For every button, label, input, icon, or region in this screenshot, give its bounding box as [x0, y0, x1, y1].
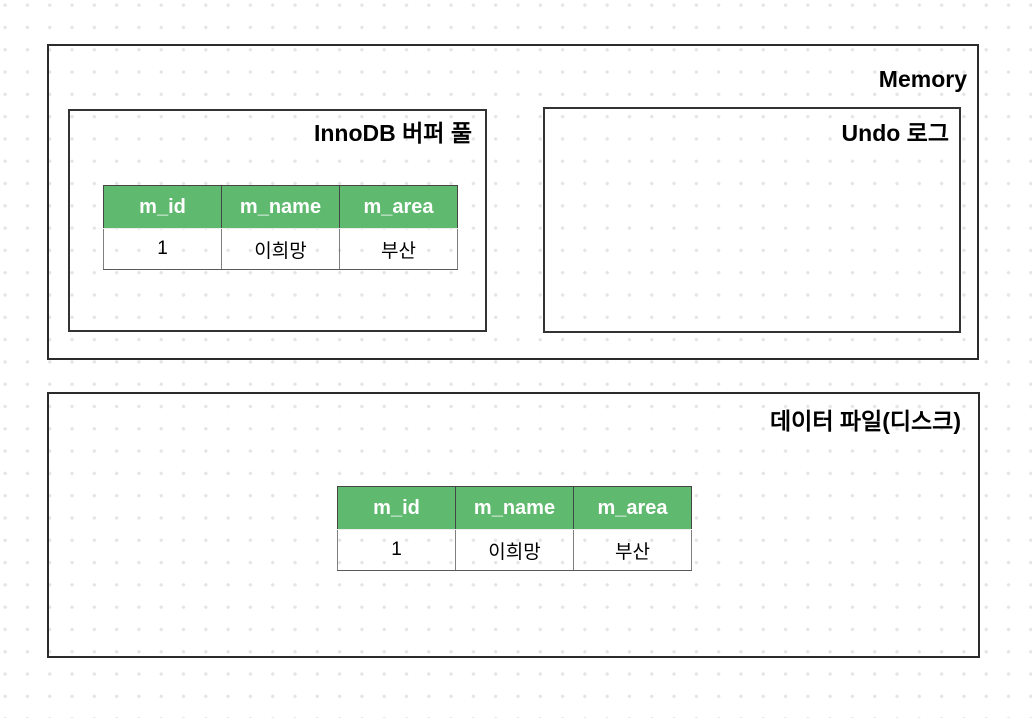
table-header-cell: m_id [103, 185, 222, 229]
table-header-cell: m_area [573, 486, 692, 530]
table-data-cell: 이희망 [455, 529, 574, 571]
table-data-cell: 1 [103, 228, 222, 270]
innodb-buffer-pool-title: InnoDB 버퍼 풀 [313, 120, 472, 146]
table-header-cell: m_id [337, 486, 456, 530]
table-data-cell: 이희망 [221, 228, 340, 270]
table-header-cell: m_area [339, 185, 458, 229]
disk-table: m_id m_name m_area 1 이희망 부산 [337, 486, 692, 571]
table-data-cell: 부산 [339, 228, 458, 270]
table-header-row: m_id m_name m_area [103, 185, 458, 229]
table-data-cell: 부산 [573, 529, 692, 571]
data-file-disk-box: 데이터 파일(디스크) [47, 392, 980, 658]
innodb-buffer-pool-box: InnoDB 버퍼 풀 [68, 109, 487, 332]
buffer-pool-table: m_id m_name m_area 1 이희망 부산 [103, 185, 458, 270]
table-data-cell: 1 [337, 529, 456, 571]
table-row: 1 이희망 부산 [337, 529, 692, 571]
memory-title: Memory [878, 66, 967, 92]
undo-log-title: Undo 로그 [841, 120, 949, 146]
memory-box: Memory InnoDB 버퍼 풀 Undo 로그 [47, 44, 979, 360]
table-header-row: m_id m_name m_area [337, 486, 692, 530]
table-header-cell: m_name [221, 185, 340, 229]
table-row: 1 이희망 부산 [103, 228, 458, 270]
table-header-cell: m_name [455, 486, 574, 530]
data-file-disk-title: 데이터 파일(디스크) [770, 408, 961, 434]
undo-log-box: Undo 로그 [543, 107, 961, 333]
